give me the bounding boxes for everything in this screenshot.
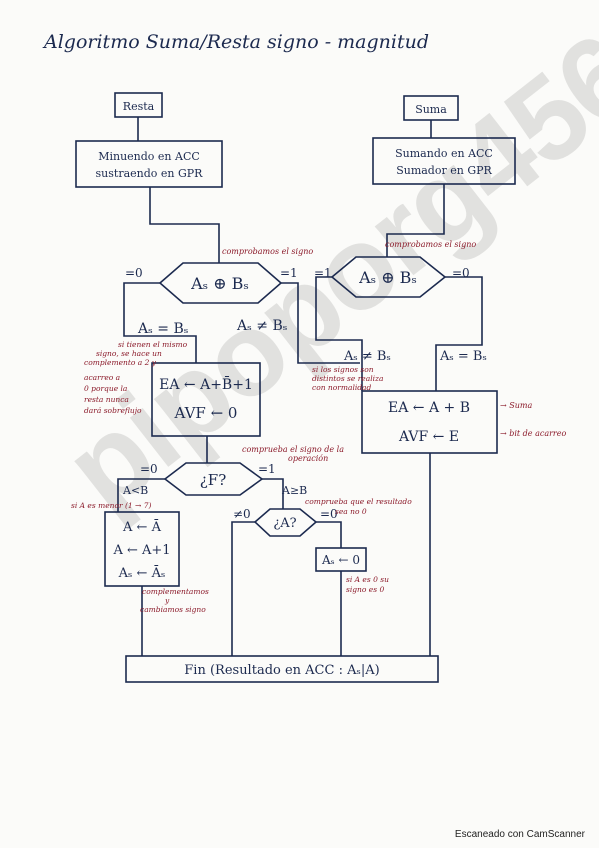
suma-load-box — [372, 137, 516, 185]
as-neq-bs-right-label: Aₛ ≠ Bₛ — [343, 349, 391, 364]
complement-step-line2: AVF ← 0 — [174, 404, 238, 422]
right-eq1-label: =1 — [314, 266, 332, 280]
note-a-zero-2: signo es 0 — [346, 585, 384, 594]
right-eq0-label: =0 — [452, 266, 470, 280]
note-complement-change-3: cambiamos signo — [140, 605, 206, 614]
f-eq1-label: =1 — [258, 462, 276, 476]
note-sign-check-left: comprobamos el signo — [222, 247, 313, 256]
a-eq0-label: =0 — [320, 507, 338, 521]
suma-load-line1: Sumando en ACC — [395, 147, 493, 160]
left-eq1-label: =1 — [280, 266, 298, 280]
end-box — [125, 655, 439, 683]
complement-step-box — [151, 362, 261, 437]
start-suma-label: Suma — [415, 103, 447, 116]
add-step-line1: EA ← A + B — [388, 400, 470, 416]
page-title: Algoritmo Suma/Resta signo - magnitud — [42, 31, 429, 53]
note-complement-change-2: y — [164, 596, 170, 605]
note-diff-sign-2: distintos se realiza — [312, 374, 383, 383]
note-carry-bit: → bit de acarreo — [500, 429, 566, 438]
negate-step-line1: A ← Ā — [122, 519, 162, 535]
note-check-zero-2: sea no 0 — [335, 507, 367, 516]
negate-step-line2: A ← A+1 — [112, 543, 170, 558]
as-eq-bs-left-label: Aₛ = Bₛ — [137, 321, 189, 337]
f-eq0-label: =0 — [140, 462, 158, 476]
resta-load-line2: sustraendo en GPR — [96, 167, 204, 180]
a-decision-label: ¿A? — [273, 516, 296, 531]
note-a-zero-1: si A es 0 su — [346, 575, 389, 584]
note-check-zero-1: comprueba que el resultado — [305, 497, 412, 506]
note-same-sign-2: signo, se hace un — [96, 349, 162, 358]
zero-sign-label: Aₛ ← 0 — [321, 553, 360, 567]
note-same-sign-4: acarreo a — [84, 373, 120, 382]
note-a-smaller: si A es menor (1 → 7) — [71, 501, 151, 510]
note-complement-change-1: complementamos — [142, 587, 209, 596]
a-less-b-label: A<B — [122, 484, 148, 497]
note-diff-sign-3: con normalidad — [312, 383, 372, 392]
a-geq-b-label: A≥B — [281, 484, 307, 497]
as-neq-bs-left-label: Aₛ ≠ Bₛ — [236, 318, 288, 334]
as-eq-bs-right-label: Aₛ = Bₛ — [439, 349, 487, 364]
note-same-sign-1: si tienen el mismo — [118, 340, 188, 349]
f-decision-label: ¿F? — [200, 471, 227, 489]
note-diff-sign-1: si los signos son — [312, 365, 374, 374]
note-same-sign-5: 0 porque la — [84, 384, 127, 393]
scanner-footer: Escaneado con CamScanner — [454, 829, 585, 840]
resta-load-line1: Minuendo en ACC — [98, 150, 200, 163]
suma-load-line2: Sumador en GPR — [396, 164, 492, 177]
note-same-sign-7: dará sobreflujo — [84, 406, 142, 415]
negate-step-line3: Aₛ ← Āₛ — [118, 565, 166, 581]
note-same-sign-3: complemento a 2 y — [84, 358, 157, 367]
add-step-line2: AVF ← E — [398, 429, 459, 445]
note-sign-check-right: comprobamos el signo — [385, 240, 476, 249]
left-eq0-label: =0 — [125, 266, 143, 280]
note-op-sign-2: operación — [288, 454, 328, 463]
left-sign-decision-label: Aₛ ⊕ Bₛ — [190, 274, 249, 293]
note-op-sign-1: comprueba el signo de la — [242, 445, 344, 454]
note-same-sign-6: resta nunca — [84, 395, 129, 404]
note-suma: → Suma — [500, 401, 532, 410]
end-label: Fin (Resultado en ACC : Aₛ|A) — [184, 663, 379, 678]
complement-step-line1: EA ← A+B̄+1 — [159, 375, 253, 393]
a-neq0-label: ≠0 — [233, 507, 251, 521]
right-sign-decision-label: Aₛ ⊕ Bₛ — [358, 268, 417, 287]
start-resta-label: Resta — [123, 100, 155, 113]
resta-load-box — [75, 140, 223, 188]
